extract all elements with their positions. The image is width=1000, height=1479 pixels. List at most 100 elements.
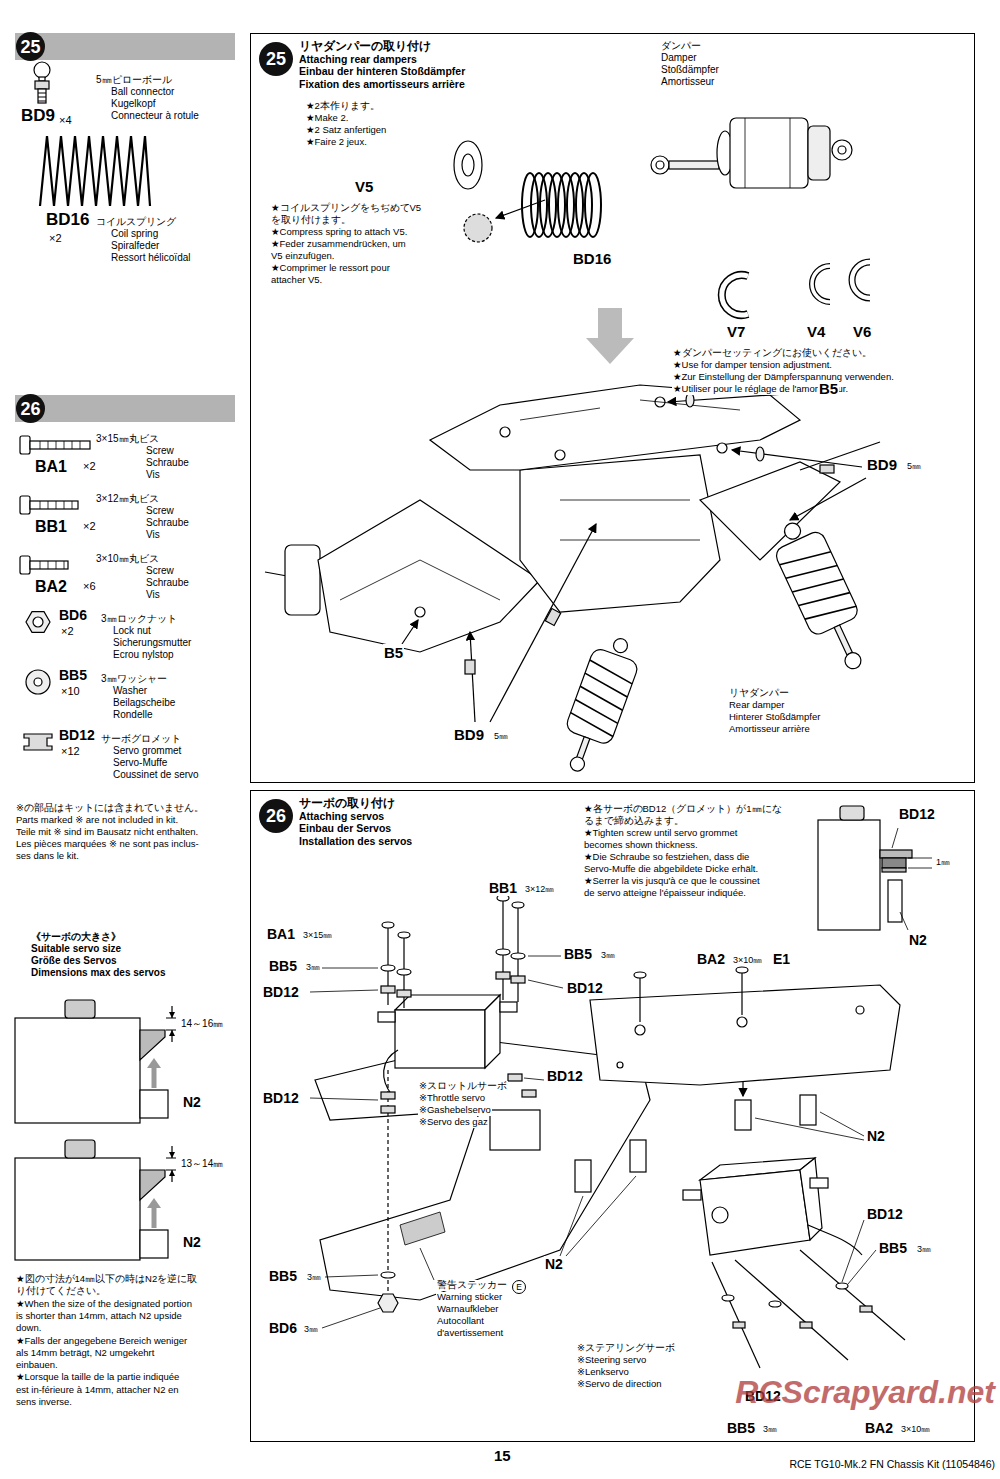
note-text: als 14mm beträgt, N2 umgekehrt	[15, 1348, 155, 1359]
part-name: 警告ステッカー	[436, 1280, 508, 1291]
part-name: Vis	[145, 589, 161, 601]
part-name: Schraube	[145, 577, 190, 589]
step-number: 25	[20, 38, 40, 56]
step-heading: Einbau der hinteren Stoßdämpfer	[299, 65, 465, 77]
part-name: Beilagscheibe	[112, 697, 176, 709]
part-name: 3×10㎜丸ビス	[95, 553, 160, 565]
note-text: einbauen.	[15, 1360, 59, 1371]
note-text: est in-férieure à 14mm, attacher N2 en	[15, 1385, 180, 1396]
part-code: BD12	[262, 984, 300, 1000]
note-text: ses dans le kit.	[15, 851, 80, 862]
note-text: becomes shown thickness.	[583, 840, 699, 851]
quantity: ×12	[60, 745, 81, 758]
sticker-letter: E	[512, 1280, 526, 1294]
part-code: BA1	[266, 926, 296, 942]
part-name: コイルスプリング	[95, 216, 177, 228]
part-code: BD12	[262, 1090, 300, 1106]
part-code: N2	[182, 1234, 202, 1250]
part-code: BD9	[866, 456, 898, 473]
part-code: BA1	[34, 458, 68, 476]
size-label: 3×12㎜	[524, 884, 555, 894]
note-text: Teile mit ※ sind im Bausatz nicht enthal…	[15, 827, 199, 838]
part-name: Amortisseur arrière	[728, 724, 811, 735]
part-name: 3㎜ワッシャー	[100, 673, 168, 685]
step-heading: リヤダンパーの取り付け	[299, 40, 431, 53]
parts-list	[15, 33, 235, 750]
quantity: ×2	[48, 232, 63, 245]
part-code: BD12	[566, 980, 604, 996]
part-code: BB5	[563, 946, 593, 962]
part-name: Vis	[145, 529, 161, 541]
watermark: RCScrapyard.net	[734, 1374, 996, 1411]
part-name: 3×15㎜丸ビス	[95, 433, 160, 445]
part-name: Ball connector	[110, 86, 175, 98]
note-text: ★コイルスプリングをちぢめてV5	[270, 203, 422, 214]
part-code: BD6	[268, 1320, 298, 1336]
part-code: N2	[544, 1256, 564, 1272]
part-name: Screw	[145, 445, 175, 457]
part-name: Hinterer Stoßdämpfer	[728, 712, 821, 723]
part-name: ※ステアリングサーボ	[576, 1343, 676, 1354]
step-number: 25	[266, 50, 286, 68]
part-name: ※Throttle servo	[418, 1093, 486, 1104]
part-name: Autocollant	[436, 1316, 485, 1327]
part-name: Servo grommet	[112, 745, 182, 757]
note-text: ★Die Schraube so festziehen, dass die	[583, 852, 750, 863]
part-code: BB5	[268, 1268, 298, 1284]
part-code: BD16	[572, 250, 612, 267]
note-text: ★Compress spring to attach V5.	[270, 227, 408, 238]
section-heading: 《サーボの大きさ》	[30, 931, 122, 943]
rear-damper-illustration	[265, 118, 880, 779]
note-text: ★各サーボのBD12（グロメット）が1㎜にな	[583, 804, 783, 815]
note-text: ★2本作ります。	[305, 101, 381, 112]
note-text: Les pièces marquées ※ ne sont pas inclus…	[15, 839, 200, 850]
part-code: BA2	[864, 1420, 894, 1436]
quantity: ×2	[82, 460, 97, 473]
quantity: ×4	[58, 114, 73, 127]
part-name: 3×12㎜丸ビス	[95, 493, 160, 505]
quantity: ×10	[60, 685, 81, 698]
part-code: V4	[806, 323, 826, 340]
part-name: リヤダンパー	[728, 688, 790, 699]
part-code: BB5	[58, 667, 88, 683]
size-label: 3㎜	[303, 1324, 319, 1334]
step-heading: Fixation des amortisseurs arrière	[299, 78, 465, 90]
part-name: ※Servo des gaz	[418, 1117, 489, 1128]
note-text: is shorter than 14mm, attach N2 upside	[15, 1311, 183, 1322]
size-label: 3×10㎜	[732, 955, 763, 965]
part-name: ※スロットルサーボ	[418, 1081, 508, 1092]
size-label: 5㎜	[493, 731, 509, 741]
dimension-label: 13～14㎜	[180, 1158, 224, 1170]
part-code: BB1	[34, 518, 68, 536]
part-name: Warning sticker	[436, 1292, 503, 1303]
note-text: de servo atteigne l'épaisseur indiquée.	[583, 888, 747, 899]
step-heading: Einbau der Servos	[299, 822, 391, 834]
part-code: V6	[852, 323, 872, 340]
part-code: BD12	[546, 1068, 584, 1084]
part-name: d'avertissement	[436, 1328, 504, 1339]
section-heading: Größe des Servos	[30, 955, 118, 967]
part-name: サーボグロメット	[100, 733, 182, 745]
note-text: attacher V5.	[270, 275, 323, 286]
part-name: 3㎜ロックナット	[100, 613, 178, 625]
quantity: ×2	[60, 625, 75, 638]
part-code: BA2	[696, 951, 726, 967]
step-number-circle: 26	[16, 394, 45, 423]
part-code: BD6	[58, 607, 88, 623]
note-text: ★When the size of the designated portion	[15, 1299, 193, 1310]
part-code: E1	[772, 951, 791, 967]
note-text: を取り付けます。	[270, 215, 352, 226]
step-heading: Attaching servos	[299, 810, 384, 822]
size-label: 3㎜	[600, 950, 616, 960]
part-name: Connecteur à rotule	[110, 110, 200, 122]
size-label: 3×15㎜	[302, 930, 333, 940]
note-text: ★2 Satz anfertigen	[305, 125, 387, 136]
part-name: ※Servo de direction	[576, 1379, 663, 1390]
part-code: N2	[908, 932, 928, 948]
part-name: Coil spring	[110, 228, 159, 240]
part-code: BA2	[34, 578, 68, 596]
step-number: 26	[20, 400, 40, 418]
size-label: 3㎜	[305, 962, 321, 972]
part-name: Damper	[660, 52, 698, 64]
